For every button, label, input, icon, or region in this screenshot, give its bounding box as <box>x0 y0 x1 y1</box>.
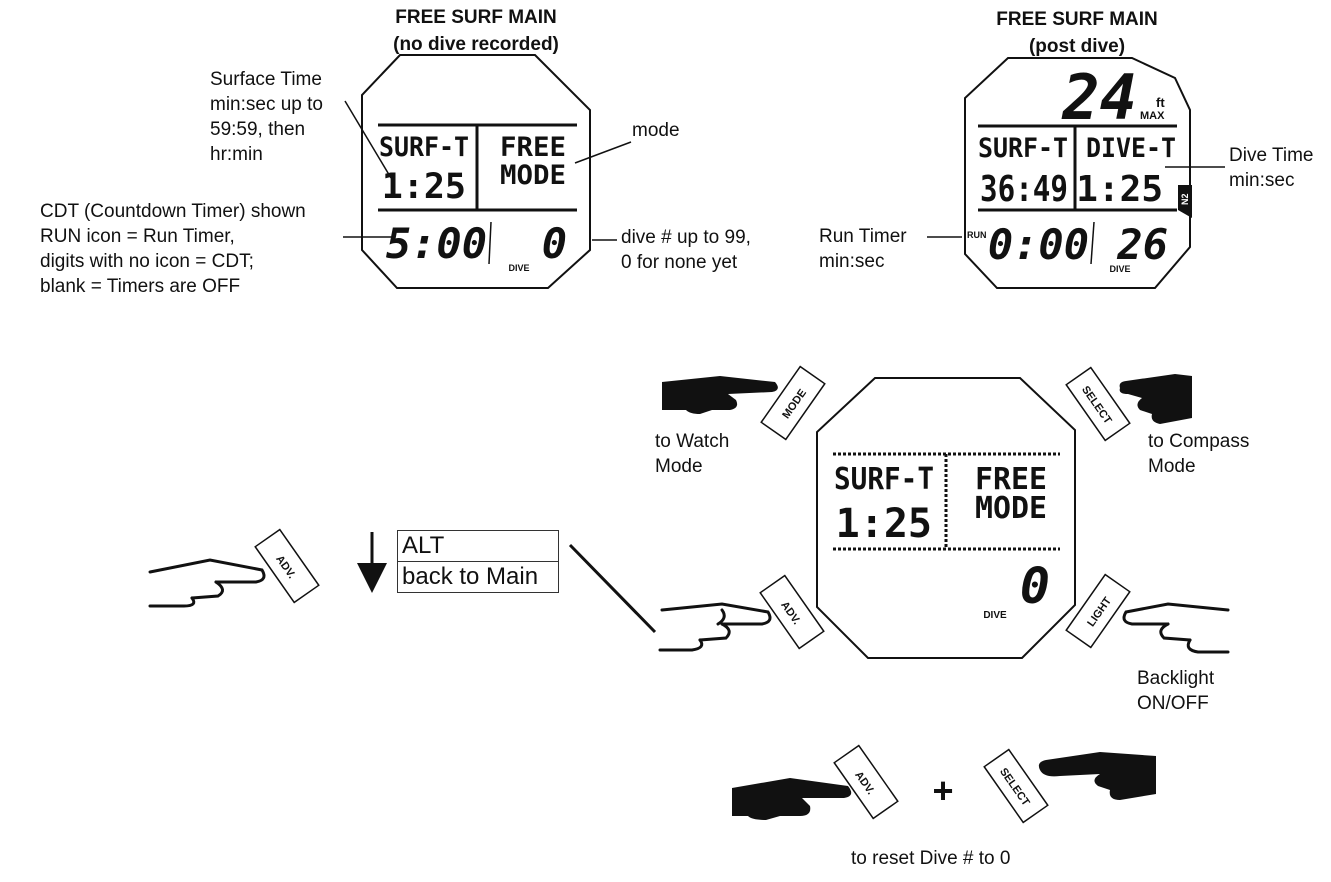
dive-time-callout: Dive Time min:sec <box>1229 143 1313 193</box>
surface-time-leader <box>344 100 392 179</box>
menu-box: ALT back to Main <box>397 530 559 593</box>
plus-sign: + <box>932 770 953 811</box>
menu-connector-line <box>568 543 657 634</box>
control-surf-label: SURF-T <box>834 462 934 497</box>
right-watch-display: 24 ft MAX SURF-T 36:49 DIVE-T 1:25 N2 RU… <box>964 57 1192 289</box>
left-mode-line1: FREE <box>500 132 566 163</box>
left-mode-line2: MODE <box>500 160 566 191</box>
right-title-line2: (post dive) <box>1028 36 1126 57</box>
right-run-value: 0:00 <box>988 220 1089 269</box>
adv-button-tag-menu[interactable]: ADV. <box>254 528 320 604</box>
dive-number-callout: dive # up to 99, 0 for none yet <box>621 225 751 275</box>
control-mode-line1: FREE <box>975 462 1047 497</box>
callout-line: blank = Timers are OFF <box>40 276 241 297</box>
label-line: Mode <box>1148 456 1196 477</box>
pointing-hand-icon <box>1119 374 1192 424</box>
pointing-hand-icon <box>1038 752 1156 800</box>
pointing-hand-icon <box>1122 602 1230 654</box>
left-surf-value: 1:25 <box>382 167 466 207</box>
label-line: Mode <box>655 456 703 477</box>
right-dive-t-value: 1:25 <box>1076 169 1163 210</box>
light-button-tag[interactable]: LIGHT <box>1065 573 1131 649</box>
control-dive-label: DIVE <box>983 610 1007 621</box>
label-line: to Compass <box>1148 431 1250 452</box>
menu-item-back[interactable]: back to Main <box>398 561 558 592</box>
left-dive-number: 0 <box>542 219 567 268</box>
mode-leader <box>574 141 632 164</box>
mode-callout: mode <box>632 120 680 141</box>
cdt-callout: CDT (Countdown Timer) shown RUN icon = R… <box>40 199 306 299</box>
callout-line: min:sec <box>1229 170 1295 191</box>
control-surf-value: 1:25 <box>836 501 932 547</box>
right-title: FREE SURF MAIN (post dive) <box>977 6 1177 60</box>
pointing-hand-icon <box>732 778 852 820</box>
right-unit: ft <box>1156 95 1165 110</box>
left-surf-label: SURF-T <box>379 132 469 163</box>
control-watch-display: SURF-T 1:25 FREE MODE 0 DIVE <box>816 377 1076 659</box>
right-run-label: RUN <box>967 230 987 240</box>
right-dive-t-label: DIVE-T <box>1086 133 1176 164</box>
backlight-label: Backlight ON/OFF <box>1137 666 1214 716</box>
callout-line: CDT (Countdown Timer) shown <box>40 201 306 222</box>
callout-line: min:sec up to <box>210 94 323 115</box>
left-title: FREE SURF MAIN (no dive recorded) <box>376 4 576 58</box>
menu-item-alt[interactable]: ALT <box>402 532 445 559</box>
right-dive-label: DIVE <box>1109 264 1130 274</box>
left-title-line2: (no dive recorded) <box>393 34 559 55</box>
callout-line: Dive Time <box>1229 145 1314 166</box>
left-title-line1: FREE SURF MAIN <box>395 7 557 28</box>
right-dive-number: 26 <box>1116 220 1168 269</box>
control-mode-line2: MODE <box>975 491 1047 526</box>
left-dive-label: DIVE <box>508 263 529 273</box>
callout-line: 59:59, then <box>210 119 306 140</box>
callout-line: hr:min <box>210 144 263 165</box>
label-line: ON/OFF <box>1137 693 1209 714</box>
pointing-hand-icon <box>658 602 772 652</box>
right-n2-label: N2 <box>1180 193 1190 205</box>
left-timer-value: 5:00 <box>386 219 487 268</box>
n2-bar-graph <box>1178 185 1192 218</box>
run-timer-callout: Run Timer min:sec <box>819 224 907 274</box>
adv-button-tag-reset[interactable]: ADV. <box>833 744 899 820</box>
surface-time-callout: Surface Time min:sec up to 59:59, then h… <box>210 67 323 167</box>
mode-button-tag[interactable]: MODE <box>760 365 826 441</box>
callout-line: dive # up to 99, <box>621 227 751 248</box>
callout-line: 0 for none yet <box>621 252 738 273</box>
right-surf-label: SURF-T <box>978 133 1068 164</box>
callout-line: RUN icon = Run Timer, <box>40 226 235 247</box>
label-line: to Watch <box>655 431 730 452</box>
pointing-hand-icon <box>662 376 778 414</box>
watch-mode-label: to Watch Mode <box>655 429 729 479</box>
select-button-tag[interactable]: SELECT <box>1065 366 1131 442</box>
select-button-tag-reset[interactable]: SELECT <box>983 748 1049 824</box>
right-max-label: MAX <box>1140 110 1165 122</box>
pointing-hand-icon <box>148 558 266 608</box>
callout-line: Surface Time <box>210 69 322 90</box>
label-line: Backlight <box>1137 668 1215 689</box>
callout-line: min:sec <box>819 251 885 272</box>
right-surf-value: 36:49 <box>980 169 1068 210</box>
compass-mode-label: to Compass Mode <box>1148 429 1249 479</box>
callout-line: Run Timer <box>819 226 907 247</box>
reset-label: to reset Dive # to 0 <box>851 848 1011 869</box>
adv-button-tag[interactable]: ADV. <box>759 574 825 650</box>
control-dive-number: 0 <box>1020 557 1050 615</box>
callout-line: digits with no icon = CDT; <box>40 251 254 272</box>
right-title-line1: FREE SURF MAIN <box>996 9 1158 30</box>
left-watch-display: SURF-T 1:25 FREE MODE 5:00 0 DIVE <box>361 54 591 289</box>
right-max-depth: 24 <box>1061 61 1137 134</box>
